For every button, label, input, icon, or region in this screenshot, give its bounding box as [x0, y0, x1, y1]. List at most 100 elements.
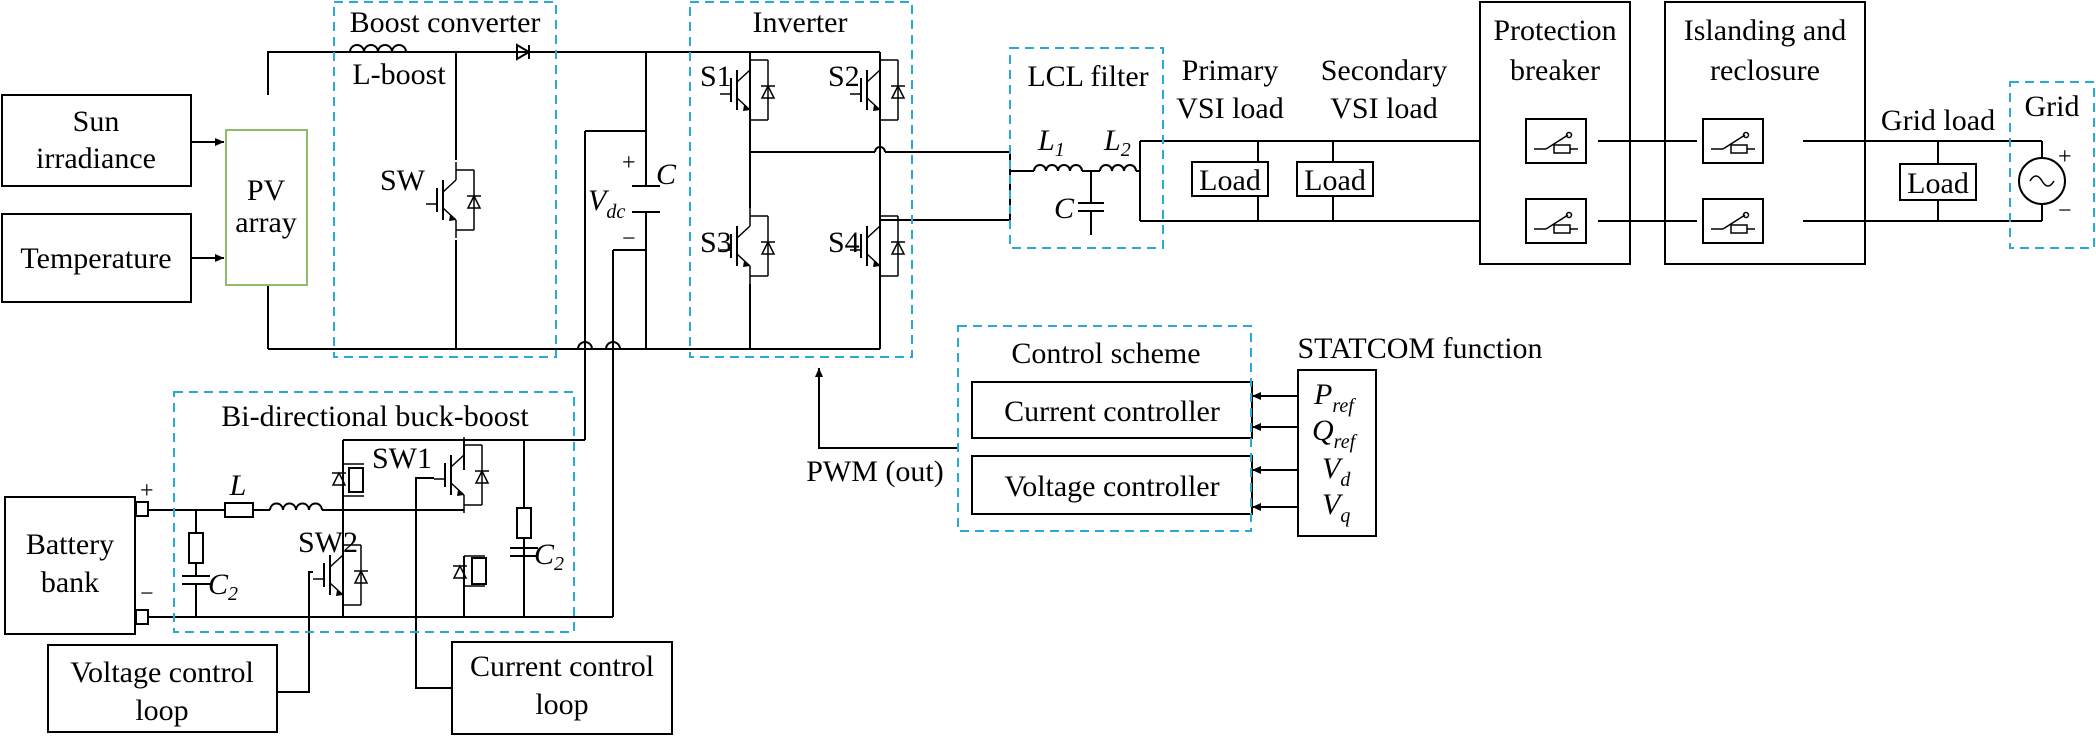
boost-converter-border	[333, 1, 557, 358]
buckboost-border	[173, 391, 575, 633]
grid-label: Grid	[2025, 90, 2080, 123]
filter-c-label: C	[1054, 192, 1075, 225]
dc-cap-label: C	[656, 158, 677, 191]
primary-load-text: Load	[1199, 164, 1261, 197]
inductor-l2	[1099, 164, 1137, 172]
current-control-loop-box	[451, 641, 673, 735]
vloop-label-2: loop	[135, 694, 188, 727]
components	[1, 1, 2066, 735]
statcom-box	[1297, 369, 1377, 537]
statcom-label: STATCOM function	[1297, 332, 1542, 365]
l2-label: L2	[1103, 124, 1131, 161]
primary-load-title-2: VSI load	[1176, 92, 1284, 125]
battery-minus-terminal	[135, 609, 149, 625]
current-controller-label: Current controller	[1004, 395, 1220, 428]
battery-plus-sign: +	[140, 478, 154, 504]
temperature-box	[1, 213, 192, 303]
grid-minus-sign: −	[2058, 198, 2072, 224]
boost-converter-label: Boost converter	[350, 6, 541, 39]
pv-label-1: PV	[247, 174, 286, 207]
reclosure-switch-top	[1702, 118, 1764, 164]
vq-label: Vq	[1322, 488, 1350, 527]
boost-switch	[425, 161, 482, 239]
buckboost-inductor	[269, 502, 323, 511]
grid-border	[2009, 81, 2095, 249]
secondary-load-title-2: VSI load	[1330, 92, 1438, 125]
pwm-label: PWM (out)	[806, 455, 944, 488]
qref-label: Qref	[1312, 414, 1358, 453]
grid-plus-sign: +	[2058, 144, 2072, 170]
inductor-l1	[1033, 164, 1083, 172]
secondary-load-title-1: Secondary	[1321, 54, 1448, 87]
boost-diode	[516, 43, 531, 61]
s2-label: S2	[828, 60, 860, 93]
sw1-label: SW1	[372, 442, 432, 475]
l-boost-inductor	[349, 44, 407, 53]
lcl-filter-label: LCL filter	[1027, 60, 1148, 93]
sw-label: SW	[380, 164, 426, 197]
battery-label-1: Battery	[26, 528, 114, 561]
pv-label-2: array	[235, 206, 297, 239]
snubber-bottom	[452, 555, 487, 587]
sun-irradiance-box	[1, 94, 192, 187]
vd-label: Vd	[1322, 452, 1351, 491]
primary-load-title-1: Primary	[1182, 54, 1279, 87]
cloop-label-1: Current control	[470, 650, 654, 683]
battery-plus-terminal	[135, 501, 149, 517]
battery-minus-sign: −	[140, 581, 154, 607]
s1-label: S1	[700, 60, 732, 93]
lcl-filter-border	[1009, 47, 1164, 249]
wiring	[142, 51, 2043, 693]
labels: Boost converter L-boost SW Inverter S1 S…	[20, 6, 2079, 727]
sun-label-2: irradiance	[36, 142, 156, 175]
sun-label-1: Sun	[73, 105, 120, 138]
protection-title-2: breaker	[1510, 54, 1600, 87]
breaker-switch-top	[1525, 118, 1587, 164]
grid-source	[2018, 157, 2066, 205]
islanding-title-2: reclosure	[1710, 54, 1820, 87]
vdc-label: Vdc	[588, 184, 625, 223]
vloop-label-1: Voltage control	[70, 656, 254, 689]
battery-resistor	[224, 502, 254, 518]
snubber-top	[331, 463, 364, 497]
bb-inductor-label: L	[229, 469, 247, 502]
c2-left-resistor	[188, 532, 204, 564]
c2-right-resistor	[516, 507, 532, 539]
primary-load-box	[1191, 161, 1269, 197]
switch-sw1	[433, 436, 490, 514]
voltage-controller-label: Voltage controller	[1004, 470, 1219, 503]
c2-right-label: C2	[534, 538, 564, 575]
battery-bank-box	[4, 496, 136, 635]
control-scheme-border	[957, 325, 1252, 532]
battery-label-2: bank	[41, 566, 99, 599]
sw2-label: SW2	[298, 526, 358, 559]
reclosure-switch-bottom	[1702, 198, 1764, 244]
control-scheme-label: Control scheme	[1011, 337, 1200, 370]
voltage-control-loop-box	[47, 644, 278, 733]
inverter-border	[689, 1, 913, 358]
group-borders	[173, 1, 2095, 633]
buckboost-label: Bi-directional buck-boost	[221, 400, 529, 433]
pv-array-box	[225, 129, 308, 286]
s3-label: S3	[700, 226, 732, 259]
grid-load-box	[1899, 163, 1977, 201]
temperature-label: Temperature	[20, 242, 171, 275]
l1-label: L1	[1037, 124, 1065, 161]
secondary-load-box	[1296, 161, 1374, 197]
grid-load-label: Grid load	[1881, 104, 1995, 137]
dc-minus-sign: −	[622, 226, 636, 252]
s4-label: S4	[828, 226, 860, 259]
breaker-switch-bottom	[1525, 198, 1587, 244]
c2-left-label: C2	[208, 568, 238, 605]
pref-label: Pref	[1313, 378, 1356, 417]
grid-load-text: Load	[1907, 167, 1969, 200]
dc-plus-sign: +	[622, 150, 636, 176]
inverter-label: Inverter	[753, 6, 848, 39]
cloop-label-2: loop	[535, 688, 588, 721]
islanding-title-1: Islanding and	[1684, 14, 1846, 47]
secondary-load-text: Load	[1304, 164, 1366, 197]
l-boost-label: L-boost	[352, 58, 446, 91]
protection-title-1: Protection	[1493, 14, 1616, 47]
voltage-controller-box	[971, 455, 1253, 515]
